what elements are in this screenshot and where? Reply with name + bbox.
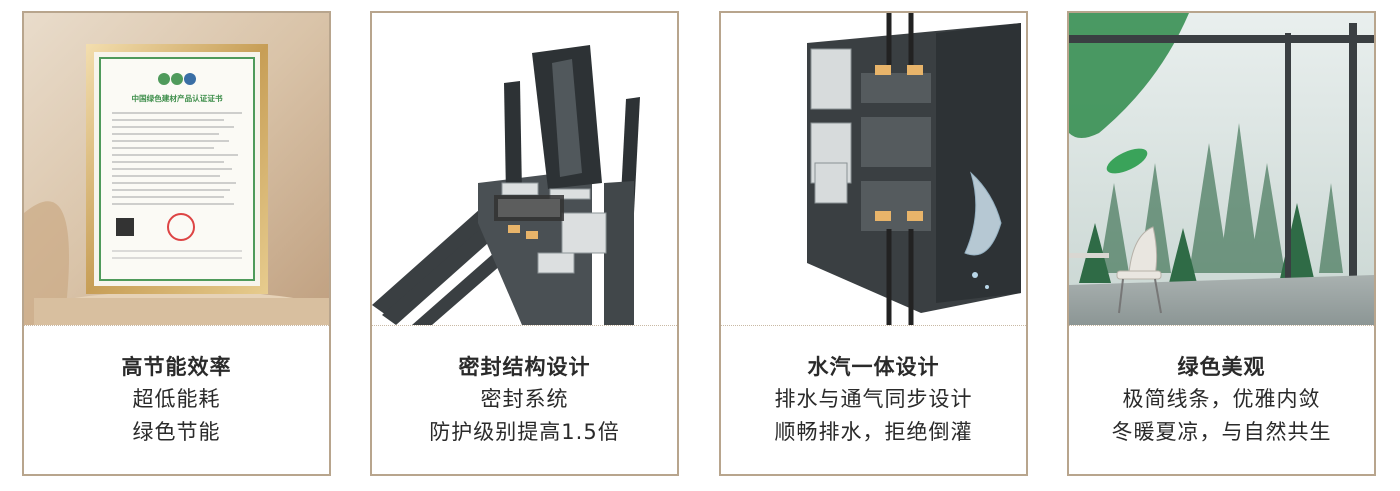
feature-card-green: 绿色美观 极简线条，优雅内敛 冬暖夏凉，与自然共生: [1067, 11, 1376, 476]
divider: [721, 325, 1026, 326]
card-title: 水汽一体设计: [807, 355, 940, 379]
card-text: 密封结构设计 密封系统 防护级别提高1.5倍: [372, 351, 677, 449]
profile-corner-image: [372, 13, 677, 325]
card-line: 顺畅排水，拒绝倒灌: [774, 420, 973, 444]
card-line: 密封系统: [480, 387, 569, 411]
forest-view-image: [1069, 13, 1374, 325]
card-title: 高节能效率: [121, 355, 232, 379]
card-line: 绿色节能: [132, 420, 221, 444]
certificate-image: 中国绿色建材产品认证证书: [24, 13, 329, 325]
card-line: 防护级别提高1.5倍: [429, 420, 620, 444]
card-line: 极简线条，优雅内敛: [1122, 387, 1321, 411]
certificate-heading: 中国绿色建材产品认证证书: [131, 93, 223, 103]
card-text: 水汽一体设计 排水与通气同步设计 顺畅排水，拒绝倒灌: [721, 351, 1026, 449]
card-text: 高节能效率 超低能耗 绿色节能: [24, 351, 329, 449]
certificate-illustration: 中国绿色建材产品认证证书: [24, 13, 329, 325]
divider: [372, 325, 677, 326]
feature-card-seal: 密封结构设计 密封系统 防护级别提高1.5倍: [370, 11, 679, 476]
feature-card-drainage: 水汽一体设计 排水与通气同步设计 顺畅排水，拒绝倒灌: [719, 11, 1028, 476]
feature-card-energy: 中国绿色建材产品认证证书 高: [22, 11, 331, 476]
divider: [24, 325, 329, 326]
profile-drainage-image: [721, 13, 1026, 325]
profile-drainage-illustration: [721, 13, 1026, 325]
card-line: 排水与通气同步设计: [774, 387, 973, 411]
card-title: 绿色美观: [1177, 355, 1266, 379]
profile-corner-illustration: [372, 13, 677, 325]
qr-code-icon: [116, 218, 134, 236]
divider: [1069, 325, 1374, 326]
stamp-icon: [167, 213, 195, 241]
card-text: 绿色美观 极简线条，优雅内敛 冬暖夏凉，与自然共生: [1069, 351, 1374, 449]
card-line: 冬暖夏凉，与自然共生: [1111, 420, 1332, 444]
card-title: 密封结构设计: [458, 355, 591, 379]
forest-window-illustration: [1069, 13, 1374, 325]
card-line: 超低能耗: [132, 387, 221, 411]
